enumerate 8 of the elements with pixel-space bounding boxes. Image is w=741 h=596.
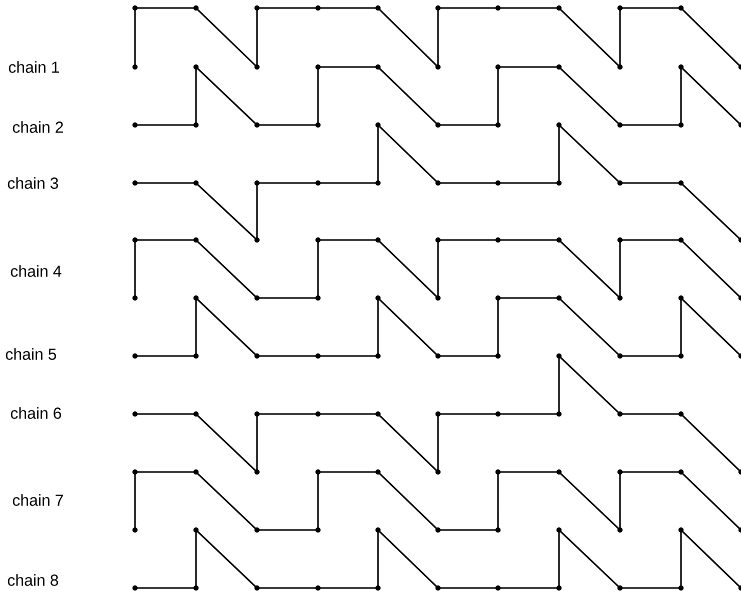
chain-label: chain 3	[8, 177, 58, 189]
chain-label: chain 2	[12, 121, 63, 133]
chain-label: chain 4	[10, 265, 62, 277]
chain-label: chain 1	[8, 61, 59, 73]
chain-label: chain 6	[10, 407, 62, 419]
chain-label: chain 7	[12, 494, 63, 506]
chain-label: chain 5	[6, 348, 56, 360]
chain-label: chain 8	[8, 574, 58, 586]
